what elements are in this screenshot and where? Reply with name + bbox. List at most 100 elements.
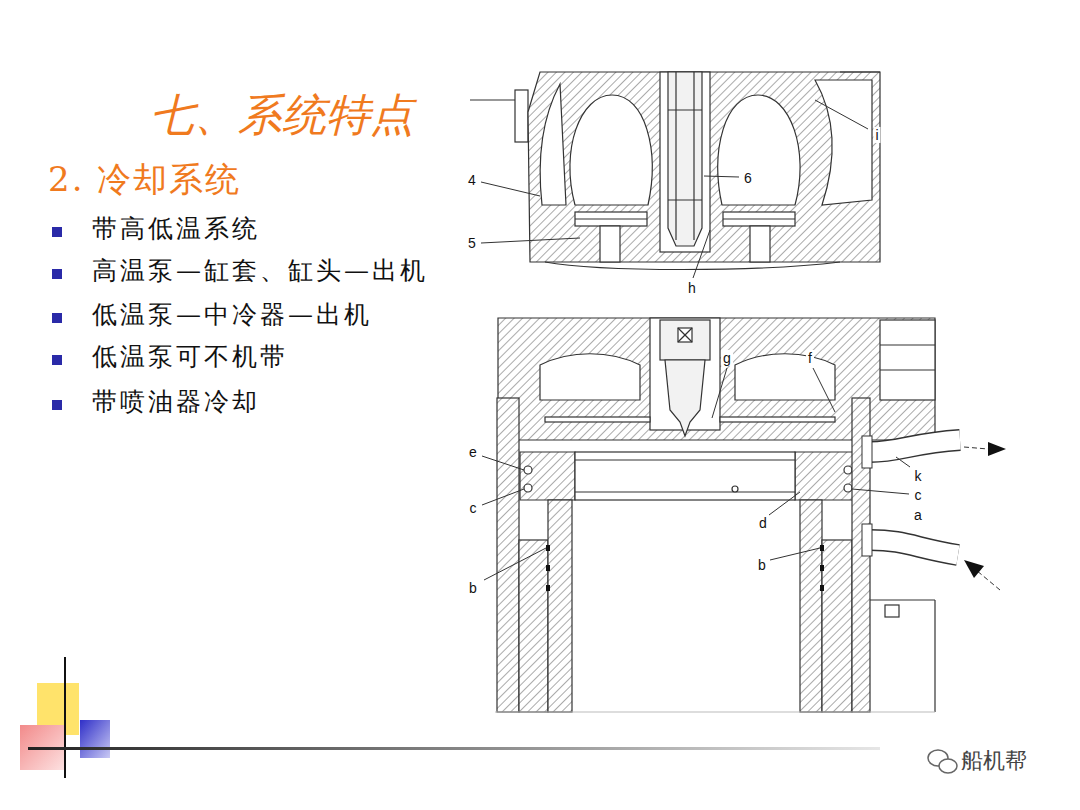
cylinder-head-top — [668, 199, 702, 200]
slide-decoration — [64, 657, 66, 778]
cylinder-liner-section — [524, 466, 532, 474]
leader-line — [712, 368, 727, 418]
cylinder-liner-section — [800, 500, 822, 712]
leader-line — [815, 100, 868, 129]
cylinder-head-top — [723, 218, 795, 219]
cooling-pipe — [964, 560, 984, 578]
slide-decoration — [80, 720, 110, 758]
wechat-icon — [928, 750, 957, 773]
cylinder-liner-section — [880, 369, 935, 370]
slide-title: 七、系统特点 — [150, 90, 414, 141]
bullet-item: 带高低温系统 — [92, 215, 260, 244]
cylinder-head-top — [515, 90, 528, 142]
cylinder-liner-section — [844, 466, 852, 474]
cylinder-head-top — [570, 95, 652, 205]
callout-letter: f — [806, 350, 814, 366]
cylinder-liner-section — [665, 360, 705, 436]
cylinder-liner-section — [678, 328, 692, 342]
leader-line — [852, 489, 909, 494]
cylinder-head-top — [750, 226, 770, 262]
cylinder-head-top — [668, 109, 702, 110]
leader-line — [482, 489, 524, 505]
cylinder-liner-section — [735, 354, 835, 400]
cylinder-head-top — [470, 72, 880, 270]
cylinder-head-top — [840, 71, 880, 72]
cylinder-liner-section — [540, 354, 640, 400]
leader-line — [693, 230, 710, 278]
cooling-pipe — [862, 436, 1006, 590]
cylinder-liner-section — [519, 540, 548, 712]
slide-decoration — [20, 657, 880, 778]
cylinder-liner-section — [497, 398, 519, 712]
cylinder-liner-section — [732, 486, 738, 492]
cylinder-head-top — [545, 262, 840, 270]
cylinder-head-top — [693, 72, 694, 240]
leader-line — [770, 548, 820, 560]
cooling-pipe — [870, 440, 960, 452]
cooling-pipe — [862, 436, 872, 468]
cylinder-liner-section — [548, 500, 572, 712]
cooling-pipe — [870, 540, 958, 555]
cooling-pipe — [988, 442, 1006, 456]
cylinder-liner-section — [575, 459, 795, 460]
cooling-pipe — [870, 440, 960, 452]
cylinder-head-top — [600, 226, 620, 262]
cylinder-head-top — [575, 212, 647, 226]
cylinder-liner-section — [822, 540, 852, 712]
bullet-marker — [52, 355, 62, 365]
cooling-pipe — [870, 540, 958, 555]
bullet-marker — [52, 313, 62, 323]
cooling-pipe — [964, 447, 988, 449]
callout-letter: 6 — [742, 170, 754, 186]
cylinder-head-top — [668, 72, 702, 246]
cylinder-liner-section — [880, 320, 935, 400]
cylinder-liner-section — [520, 452, 575, 500]
leader-line — [481, 182, 540, 196]
leader-line — [481, 238, 580, 243]
cylinder-liner-section — [575, 452, 795, 500]
o-ring — [546, 565, 550, 571]
cylinder-liner-section — [885, 605, 899, 617]
cylinder-head-top — [470, 99, 515, 100]
cylinder-liner-section — [720, 417, 835, 422]
callout-letter: e — [467, 444, 479, 460]
section-heading: 2. 冷却系统 — [48, 160, 241, 199]
cylinder-liner-section — [844, 484, 852, 492]
bullet-item: 低温泵可不机带 — [92, 343, 288, 372]
cylinder-liner-section — [545, 417, 650, 422]
callout-letter: b — [467, 580, 479, 596]
leader-line — [484, 548, 546, 580]
cylinder-head-top — [718, 95, 800, 205]
callout-letter: 4 — [466, 172, 478, 188]
cylinder-head-top — [575, 218, 647, 219]
o-ring — [546, 545, 824, 591]
bullet-marker — [52, 227, 62, 237]
leader-line — [813, 368, 835, 412]
cylinder-liner-section — [678, 328, 692, 342]
cylinder-liner-section — [934, 600, 935, 712]
leader-line — [896, 457, 910, 467]
callout-letter: g — [721, 350, 733, 366]
leader-line — [482, 456, 524, 470]
cylinder-head-top — [723, 212, 795, 226]
callout-letter: 5 — [466, 235, 478, 251]
bullet-item: 低温泵—中冷器—出机 — [92, 301, 372, 330]
cylinder-liner-section — [880, 344, 935, 345]
o-ring — [820, 545, 824, 551]
leader-line — [704, 176, 739, 177]
cylinder-liner-section — [660, 320, 710, 360]
cooling-pipe — [976, 570, 1000, 590]
leader-line — [481, 100, 910, 580]
callout-letter: a — [912, 507, 924, 523]
bullet-item: 带喷油器冷却 — [92, 388, 260, 417]
cooling-pipe — [862, 524, 872, 556]
callout-letter: h — [686, 280, 698, 296]
o-ring — [546, 545, 550, 551]
callout-letter: c — [913, 487, 924, 503]
cylinder-head-top — [815, 80, 872, 205]
callout-letter: k — [913, 468, 924, 484]
watermark: 船机帮 — [961, 748, 1027, 773]
callout-letter: c — [468, 500, 479, 516]
leader-line — [769, 492, 800, 515]
